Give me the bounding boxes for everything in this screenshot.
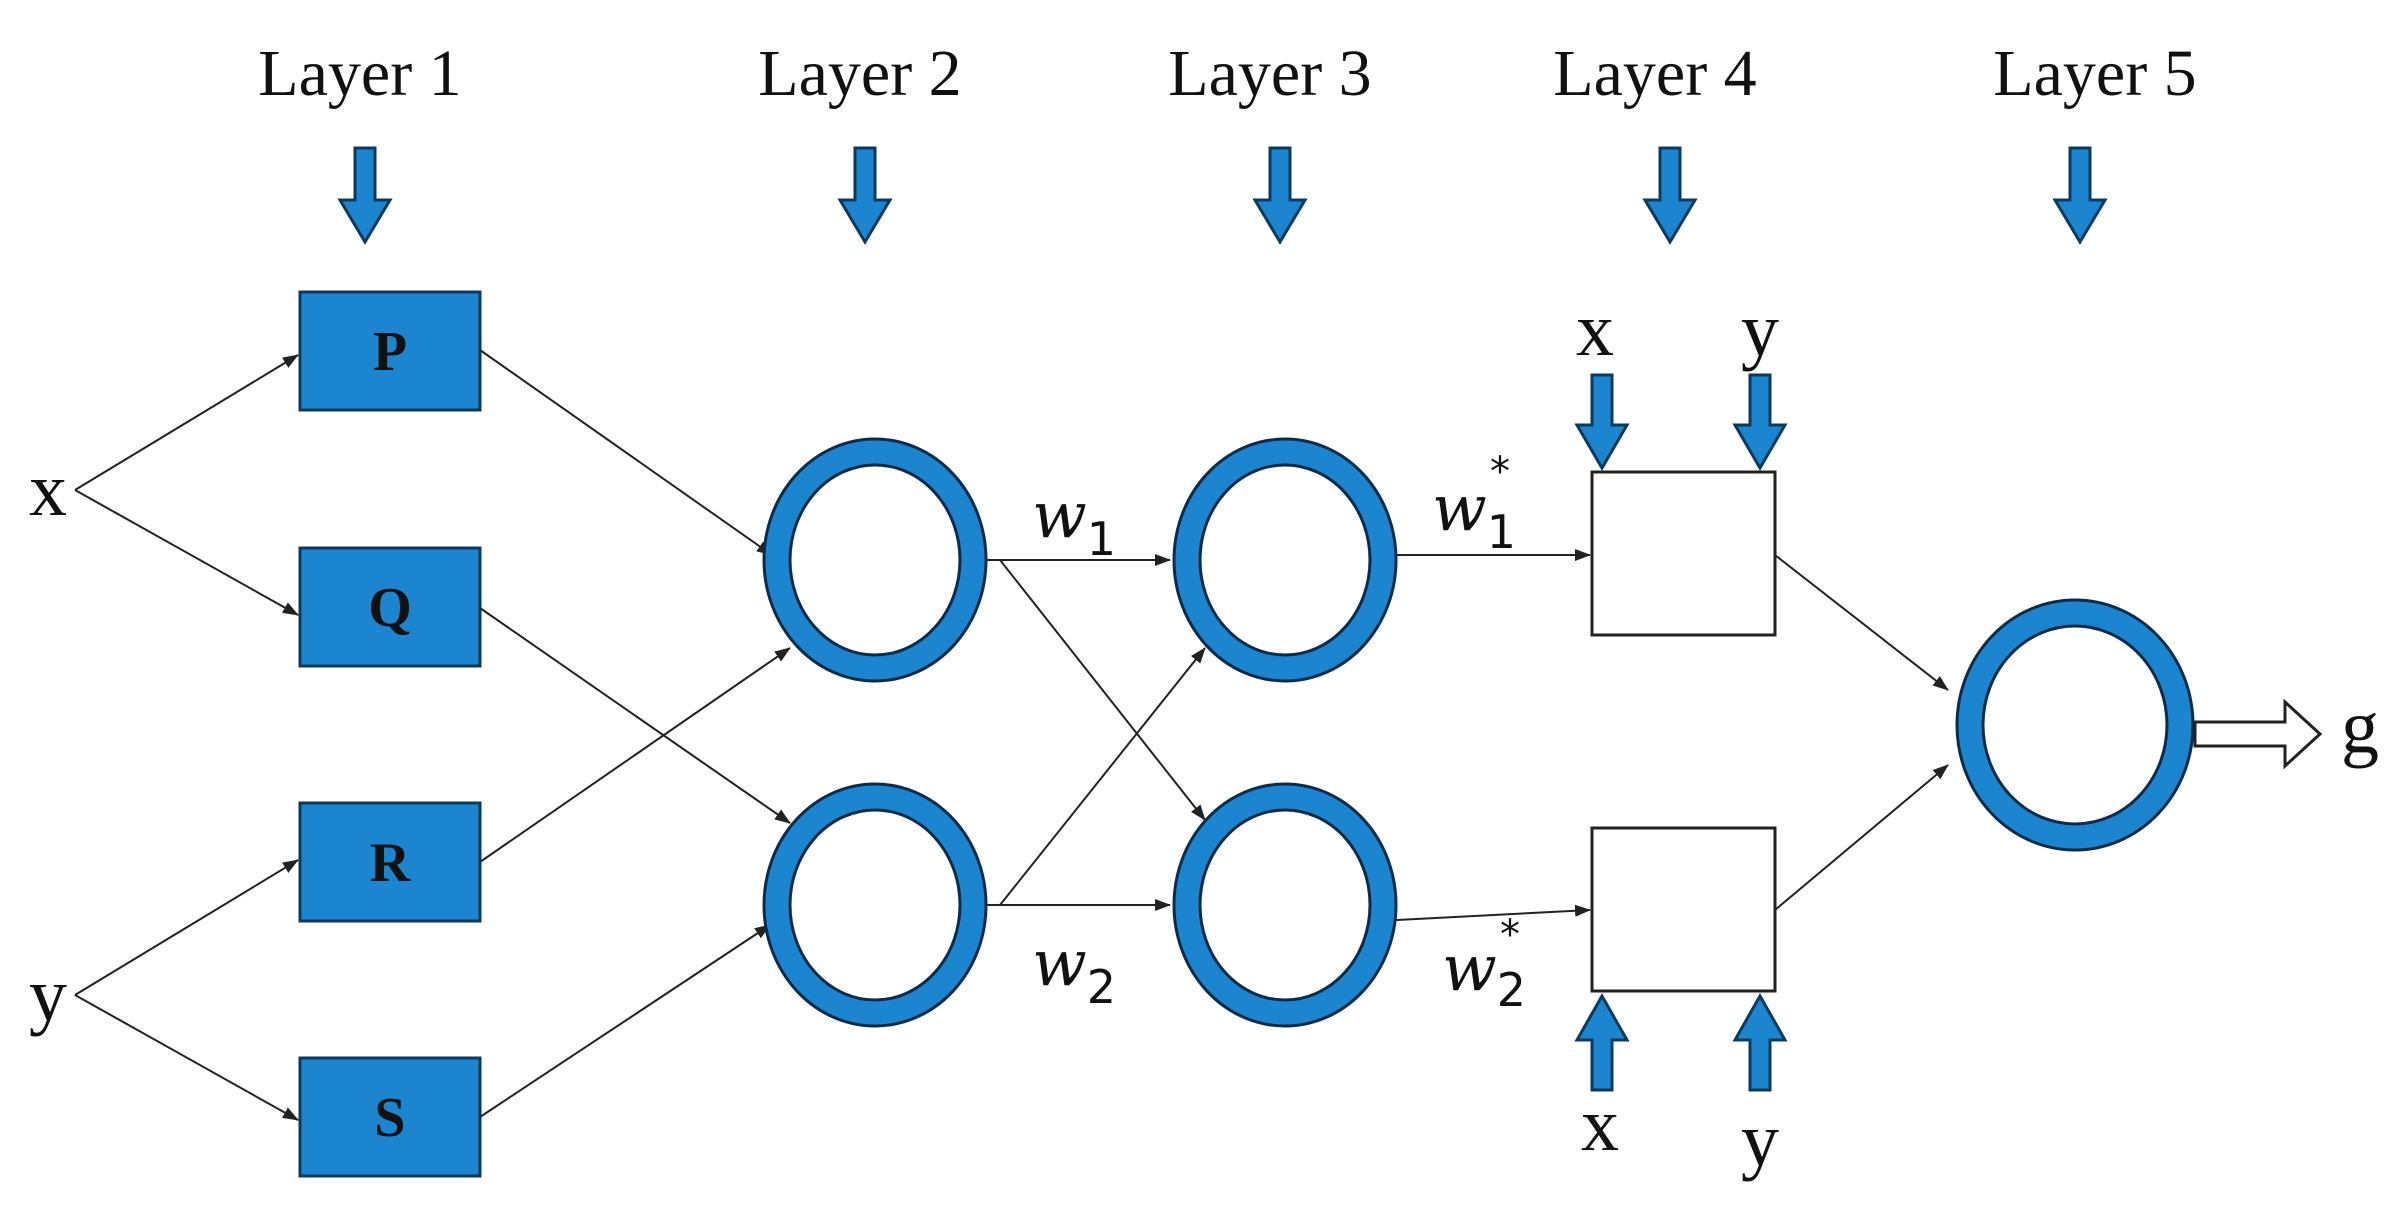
edge-s-l2b xyxy=(479,924,771,1118)
edge-y-r xyxy=(74,859,299,996)
layer-2-node-1 xyxy=(762,437,988,683)
edge-l4a-l5 xyxy=(1774,554,1949,691)
layer-4-top-input-y: y xyxy=(1741,288,1779,372)
layer-2-node-2 xyxy=(762,782,988,1028)
weight-w1-label: w1 xyxy=(1032,479,1116,566)
layer-3-label: Layer 3 xyxy=(1168,37,1371,110)
edge-x-q xyxy=(74,489,299,616)
edge-r-l2a xyxy=(479,647,791,863)
edge-l2b-l3a xyxy=(999,647,1206,906)
node-s-label: S xyxy=(374,1087,405,1149)
layer-4-bottom-x-up-arrow-icon xyxy=(1574,992,1630,1092)
layer-4-bottom-input-x: x xyxy=(1581,1083,1619,1167)
input-y-label: y xyxy=(29,953,67,1037)
edge-x-p xyxy=(74,354,299,491)
output-arrow-icon xyxy=(2193,698,2323,770)
layer-1-label: Layer 1 xyxy=(258,37,461,110)
layer-4-top-x-down-arrow-icon xyxy=(1574,373,1630,471)
layer-4-top-y-down-arrow-icon xyxy=(1732,373,1788,471)
layer-1-down-arrow-icon xyxy=(337,146,393,245)
layer-4-top-input-x: x xyxy=(1576,288,1614,372)
layer-3-node-1 xyxy=(1172,437,1398,683)
node-r: R xyxy=(298,801,482,923)
node-p-label: P xyxy=(373,321,407,383)
layer-5-down-arrow-icon xyxy=(2052,146,2108,245)
weight-w1-star-label: w1 xyxy=(1432,472,1516,559)
weight-w1-star-superscript: * xyxy=(1490,449,1510,495)
node-p: P xyxy=(298,290,482,412)
layer-4-node-2 xyxy=(1590,826,1777,993)
edge-l3b-l4b xyxy=(1395,904,1591,921)
node-q-label: Q xyxy=(368,577,412,639)
node-q: Q xyxy=(298,546,482,668)
edge-y-s xyxy=(74,994,299,1121)
input-x-label: x xyxy=(29,448,67,532)
layer-2-label: Layer 2 xyxy=(758,37,961,110)
layer-5-label: Layer 5 xyxy=(1993,37,2196,110)
edge-l2a-l3b xyxy=(999,559,1206,821)
weight-w2-star-superscript: * xyxy=(1500,912,1520,958)
layer-4-label: Layer 4 xyxy=(1553,37,1756,110)
layer-2-down-arrow-icon xyxy=(837,146,893,245)
layer-4-bottom-input-y: y xyxy=(1741,1098,1779,1182)
edge-q-l2b xyxy=(479,607,791,824)
weight-w2-label: w2 xyxy=(1032,927,1116,1014)
layer-5-node xyxy=(1955,598,2195,852)
layer-4-down-arrow-icon xyxy=(1642,146,1698,245)
output-g-label: g xyxy=(2341,685,2379,769)
weight-w2-star-label: w2 xyxy=(1442,932,1526,1017)
layer-3-down-arrow-icon xyxy=(1252,146,1308,245)
node-r-label: R xyxy=(370,832,411,894)
node-s: S xyxy=(298,1056,482,1178)
edge-l4b-l5 xyxy=(1774,764,1949,911)
edge-p-l2a xyxy=(479,349,773,556)
layer-4-bottom-y-up-arrow-icon xyxy=(1732,992,1788,1092)
layer-3-node-2 xyxy=(1172,782,1398,1028)
layer-4-node-1 xyxy=(1590,470,1777,637)
